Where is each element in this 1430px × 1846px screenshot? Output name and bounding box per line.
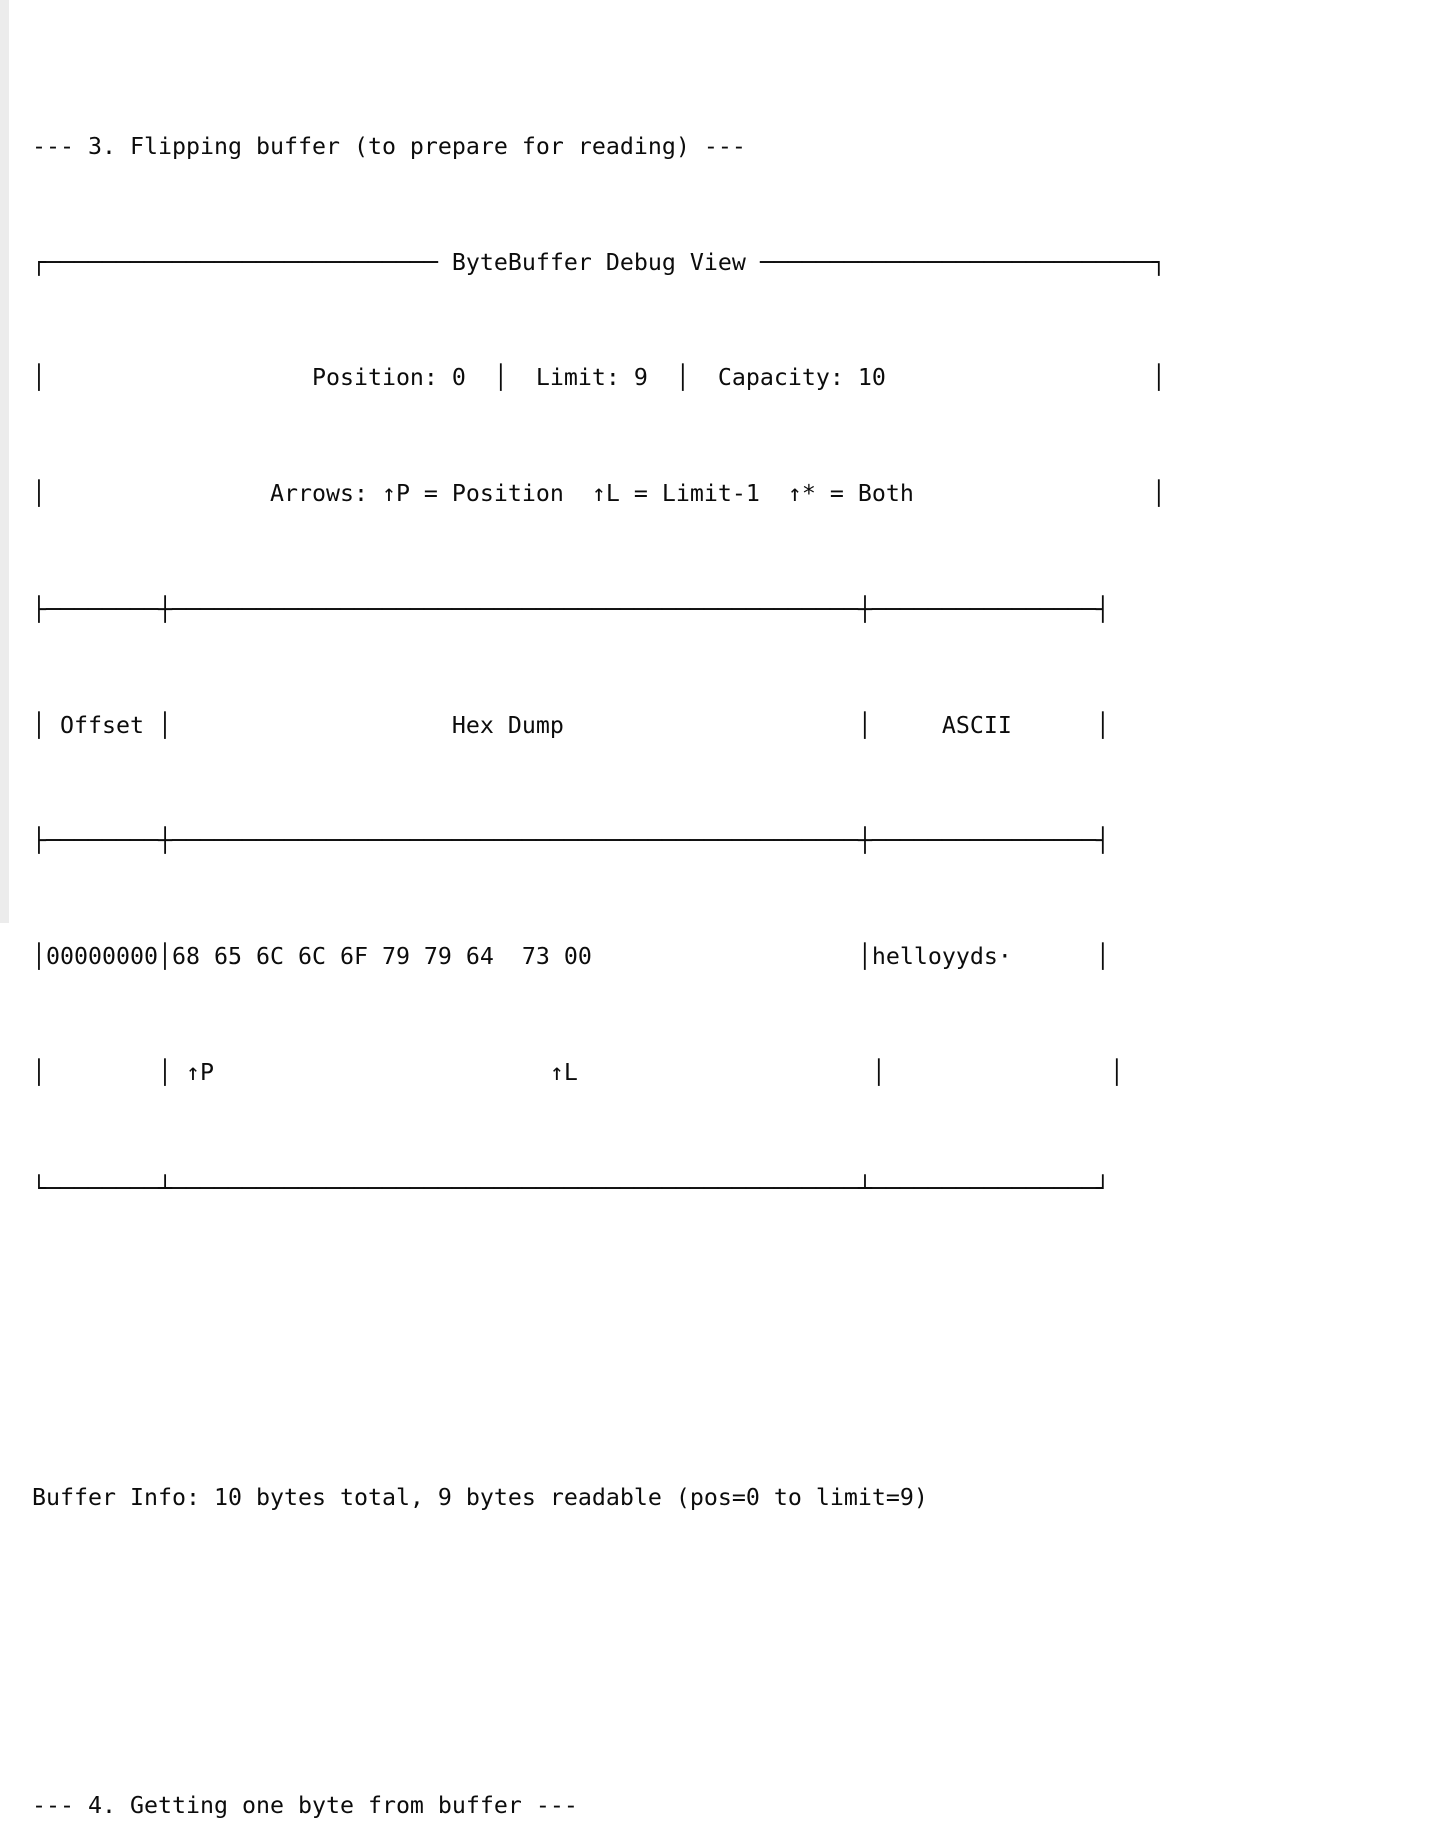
box1-status-line: │ Position: 0 │ Limit: 9 │ Capacity: 10 … <box>32 364 1166 392</box>
box1-table-top-separator: ├────────┼──────────────────────────────… <box>32 595 1110 623</box>
box1-pointer-arrows-row: │ │ ↑P ↑L │ │ <box>32 1059 1124 1087</box>
box1-top-border: ┌──────────────────────────── ByteBuffer… <box>32 248 1166 276</box>
buffer-info-line: Buffer Info: 10 bytes total, 9 bytes rea… <box>32 1483 928 1511</box>
blank-line <box>32 1633 1166 1672</box>
box1-arrows-legend: │ Arrows: ↑P = Position ↑L = Limit-1 ↑* … <box>32 480 1166 508</box>
section-heading-flipping: --- 3. Flipping buffer (to prepare for r… <box>32 132 746 160</box>
console-output: --- 3. Flipping buffer (to prepare for r… <box>32 12 1166 1846</box>
blank-line <box>32 1324 1166 1363</box>
section-heading-getting: --- 4. Getting one byte from buffer --- <box>32 1792 578 1820</box>
box1-hex-dump-row: │00000000│68 65 6C 6C 6F 79 79 64 73 00 … <box>32 943 1110 971</box>
box1-table-header-separator: ├────────┼──────────────────────────────… <box>32 827 1110 855</box>
window-left-edge <box>0 0 9 923</box>
box1-table-header-row: │ Offset │ Hex Dump │ ASCII │ <box>32 711 1110 739</box>
box1-bottom-border: └────────┴──────────────────────────────… <box>32 1174 1110 1202</box>
